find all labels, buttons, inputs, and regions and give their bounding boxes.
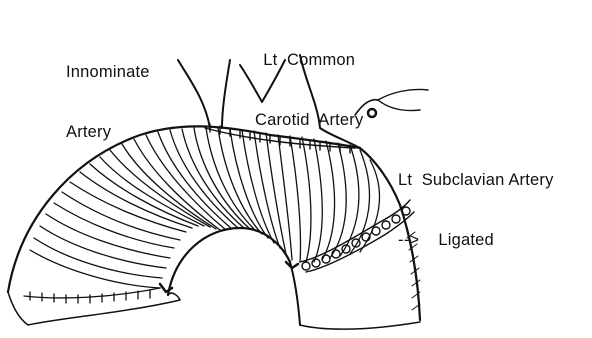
innominate-label-line-2: Artery: [66, 122, 150, 142]
distal-suture-chain: [300, 200, 414, 272]
subclavian-label-line-2: --> Ligated: [398, 230, 554, 250]
common-carotid-artery-label: Lt Common Carotid Artery: [255, 10, 363, 170]
common-carotid-label-line-2: Carotid Artery: [255, 110, 363, 130]
subclavian-artery-label: Lt Subclavian Artery --> Ligated: [398, 130, 554, 290]
proximal-suture-line: [24, 288, 160, 303]
subclavian-stump: [355, 89, 428, 117]
common-carotid-label-line-1: Lt Common: [255, 50, 363, 70]
suture-knot-center: [286, 262, 298, 268]
subclavian-label-line-1: Lt Subclavian Artery: [398, 170, 554, 190]
innominate-label-line-1: Innominate: [66, 62, 150, 82]
innominate-branch: [178, 60, 210, 128]
descending-aorta-edge: [300, 322, 420, 329]
innominate-artery-label: Innominate Artery: [66, 22, 150, 182]
descending-inner-contour: [290, 262, 300, 325]
